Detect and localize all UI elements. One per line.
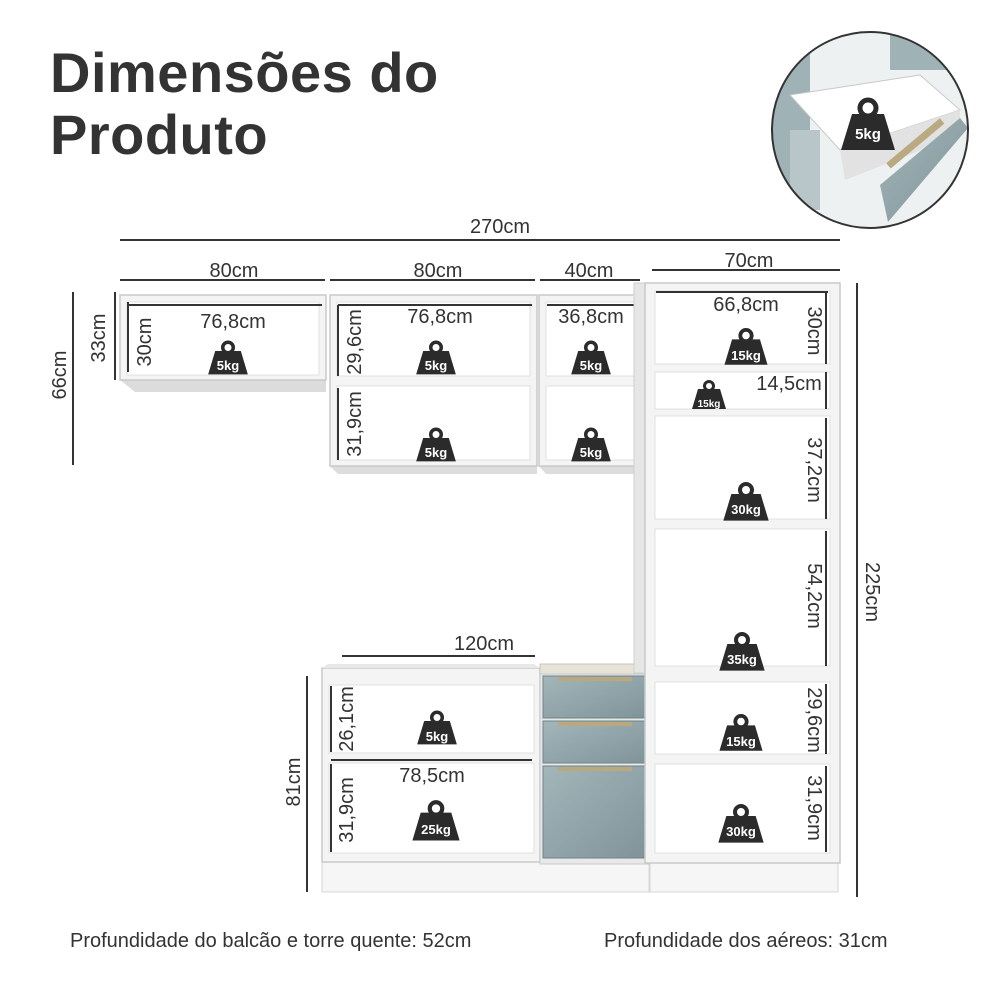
weight-badge-t4: 35kg	[718, 632, 766, 672]
lower-height-label: 81cm	[283, 758, 305, 807]
weight-badge-t1: 15kg	[723, 328, 769, 366]
tall-tower	[633, 282, 841, 893]
b-h1-label: 26,1cm	[336, 686, 358, 752]
weight-badge-t6: 30kg	[717, 804, 765, 844]
t-h3-label: 37,2cm	[803, 437, 825, 503]
page-title: Dimensões do Produto	[50, 42, 439, 166]
t-h4-label: 54,2cm	[803, 563, 825, 629]
lower-width-label: 120cm	[454, 633, 514, 655]
weight-label-c1: 5kg	[217, 358, 239, 373]
t-h6-label: 31,9cm	[803, 775, 825, 841]
weight-badge-t3: 30kg	[722, 482, 770, 522]
lower-base-cabinet	[321, 663, 650, 893]
inset-weight-icon: 5kg	[841, 97, 895, 150]
width-label-2: 80cm	[414, 260, 463, 282]
weight-label-t1: 15kg	[731, 348, 761, 363]
dimension-lines	[72, 239, 858, 897]
c1-height-label: 30cm	[134, 318, 156, 367]
title-line-1: Dimensões do	[50, 41, 439, 104]
weight-label-c3-bottom: 5kg	[580, 445, 602, 460]
weight-label-b2: 25kg	[421, 822, 451, 837]
t-h2-label: 14,5cm	[756, 373, 822, 395]
title-line-2: Produto	[50, 103, 269, 166]
weight-badge-c2-bottom: 5kg	[415, 427, 457, 463]
weight-badge-c3-bottom: 5kg	[570, 427, 612, 463]
weight-badge-c3-top: 5kg	[570, 340, 612, 376]
width-label-3: 40cm	[565, 260, 614, 282]
c2-bottom-height-label: 31,9cm	[344, 391, 366, 457]
weight-label-b1: 5kg	[426, 729, 448, 744]
weight-label-t2: 15kg	[698, 399, 721, 410]
weight-label-t5: 15kg	[726, 734, 756, 749]
c3-width-label: 36,8cm	[558, 306, 624, 328]
weight-label-t6: 30kg	[726, 824, 756, 839]
t-h5-label: 29,6cm	[803, 687, 825, 753]
weight-label-c3-top: 5kg	[580, 358, 602, 373]
t-width-label: 66,8cm	[713, 294, 779, 316]
upper-small-height-label: 33cm	[88, 314, 110, 363]
b-h2-label: 31,9cm	[336, 777, 358, 843]
c2-top-height-label: 29,6cm	[344, 309, 366, 375]
t-h1-label: 30cm	[803, 307, 825, 356]
total-width-label: 270cm	[470, 216, 530, 238]
c2-width-label: 76,8cm	[407, 306, 473, 328]
total-height-label: 225cm	[861, 562, 883, 622]
inset-weight-label: 5kg	[855, 126, 881, 143]
upper-height-label: 66cm	[49, 351, 71, 400]
width-label-4: 70cm	[725, 250, 774, 272]
footer-depth-base: Profundidade do balcão e torre quente: 5…	[70, 930, 472, 952]
weight-badge-b1: 5kg	[416, 710, 458, 746]
weight-badge-b2: 25kg	[412, 802, 459, 840]
footer-depth-upper: Profundidade dos aéreos: 31cm	[604, 930, 888, 952]
drawer-inset: 5kg	[771, 31, 969, 229]
weight-badge-t2: 15kg	[691, 380, 727, 410]
width-label-1: 80cm	[210, 260, 259, 282]
weight-label-c2-top: 5kg	[425, 358, 447, 373]
weight-label-t4: 35kg	[727, 652, 757, 667]
weight-label-t3: 30kg	[731, 502, 761, 517]
weight-badge-c2-top: 5kg	[415, 340, 457, 376]
weight-badge-t5: 15kg	[718, 714, 764, 752]
weight-label-c2-bottom: 5kg	[425, 445, 447, 460]
weight-badge-c1: 5kg	[207, 340, 249, 376]
c1-width-label: 76,8cm	[200, 311, 266, 333]
b-width-label: 78,5cm	[399, 765, 465, 787]
